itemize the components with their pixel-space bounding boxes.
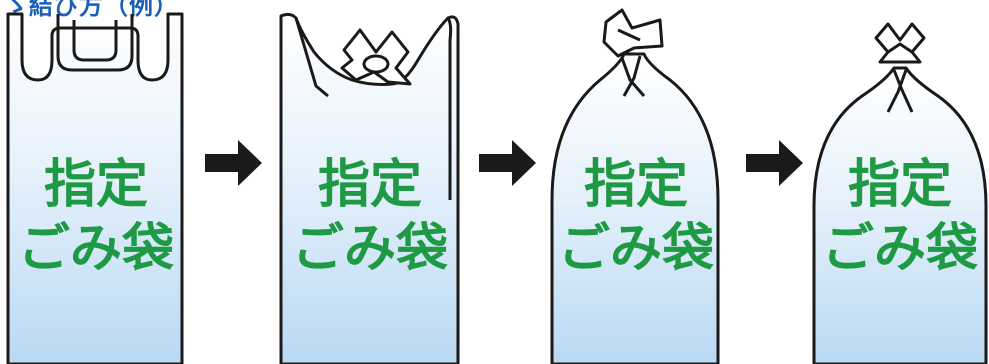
bag-3-label-line2: ごみ袋 (558, 219, 714, 279)
bag-2-label-line1: 指定 (318, 155, 422, 215)
bag-3-label-line1: 指定 (584, 155, 688, 215)
bag-1-label-line2: ごみ袋 (18, 219, 174, 279)
bag-2-label-line2: ごみ袋 (292, 219, 448, 279)
bag-4-label-line2: ごみ袋 (822, 219, 978, 279)
step-4-bag-tied: 指定 ごみ袋 (812, 22, 988, 364)
arrow-3-icon (746, 140, 803, 186)
bag-1-label-line1: 指定 (44, 155, 148, 215)
step-1-open-bag: 指定 ごみ袋 (6, 12, 184, 364)
arrow-1-icon (205, 140, 262, 186)
step-2-handles-tied: 指定 ごみ袋 (279, 12, 460, 364)
diagram-heading: ゝ結び方（例） (4, 0, 179, 20)
step-3-bag-gathered: 指定 ごみ袋 (550, 8, 720, 364)
bag-4-label-line1: 指定 (848, 155, 952, 215)
arrow-2-icon (479, 140, 536, 186)
